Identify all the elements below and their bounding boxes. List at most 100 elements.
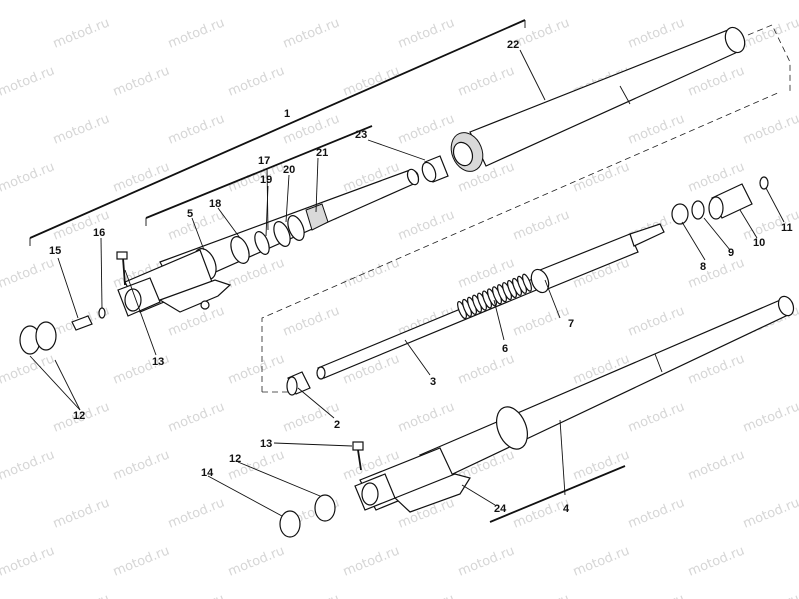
callout-6: 6 (502, 343, 508, 355)
watermark-text: motod.ru (626, 303, 687, 339)
watermark-text: motod.ru (571, 543, 632, 579)
watermark-text: motod.ru (111, 543, 172, 579)
watermark-text: motod.ru (741, 15, 799, 51)
group-line-inner (145, 125, 373, 219)
callout-14: 14 (201, 467, 214, 479)
bushing-23 (421, 155, 449, 183)
group-line-1 (29, 19, 526, 239)
watermark-text: motod.ru (166, 495, 227, 531)
watermark-text: motod.ru (281, 303, 342, 339)
callout-7: 7 (568, 318, 574, 330)
clip-12-lower (314, 494, 336, 522)
watermark-text: motod.ru (0, 447, 57, 483)
cartridge-7 (530, 223, 665, 294)
clip-14 (279, 510, 301, 538)
watermark-text: motod.ru (511, 207, 572, 243)
watermark-text: motod.ru (0, 0, 57, 4)
watermark-text: motod.ru (51, 15, 112, 51)
callout-21: 21 (316, 147, 328, 159)
watermark-text: motod.ru (166, 15, 227, 51)
watermark-text: motod.ru (341, 255, 402, 291)
callout-11: 11 (781, 222, 793, 234)
watermark-text: motod.ru (0, 159, 57, 195)
callout-labels: 1 2 3 4 5 6 7 8 9 10 11 12 12 13 13 14 1… (49, 39, 793, 515)
callout-1: 1 (284, 108, 290, 120)
watermark-text: motod.ru (0, 63, 57, 99)
callout-4: 4 (563, 503, 570, 515)
watermark-text: motod.ru (396, 207, 457, 243)
watermark-text: motod.ru (511, 303, 572, 339)
watermark-text: motod.ru (226, 63, 287, 99)
outer-tube-22 (450, 26, 746, 172)
watermark-text: motod.ru (626, 495, 687, 531)
watermark-text: motod.ru (456, 351, 517, 387)
callout-19: 19 (260, 174, 272, 186)
watermark-text: motod.ru (51, 111, 112, 147)
group-line-4 (489, 465, 626, 523)
watermark-text: motod.ru (571, 159, 632, 195)
watermark-text: motod.ru (571, 447, 632, 483)
watermark-text: motod.ru (396, 591, 457, 599)
watermark-text: motod.ru (226, 351, 287, 387)
watermark-text: motod.ru (111, 447, 172, 483)
slider-upper (117, 249, 232, 317)
watermark-text: motod.ru (456, 63, 517, 99)
watermark-text: motod.ru (511, 591, 572, 599)
watermark-text: motod.ru (166, 207, 227, 243)
callout-23: 23 (355, 129, 367, 141)
watermark-text: motod.ru (686, 447, 747, 483)
guide-dashed-1 (261, 91, 781, 392)
callout-13-upper: 13 (152, 356, 164, 368)
watermark-text: motod.ru (226, 0, 287, 4)
watermark-text: motod.ru (111, 63, 172, 99)
watermark-text: motod.ru (0, 351, 57, 387)
bolt-13-upper (116, 251, 128, 286)
watermark-text: motod.ru (166, 591, 227, 599)
callout-18: 18 (209, 198, 221, 210)
watermark-text: motod.ru (626, 111, 687, 147)
clip-12-upper (19, 321, 57, 355)
watermark-text: motod.ru (741, 495, 799, 531)
callout-24: 24 (494, 503, 507, 515)
watermark-text: motod.ru (111, 0, 172, 4)
watermark-text: motod.ru (281, 591, 342, 599)
watermark-text: motod.ru (341, 0, 402, 4)
callout-8: 8 (700, 261, 706, 273)
watermark-text: motod.ru (626, 399, 687, 435)
watermark-text: motod.ru (571, 0, 632, 4)
callout-5: 5 (187, 208, 193, 220)
bolt-13-lower (352, 441, 364, 471)
watermark-text: motod.ru (111, 159, 172, 195)
callout-2: 2 (334, 419, 340, 431)
watermark-text: motod.ru (166, 399, 227, 435)
watermark-text: motod.ru (281, 399, 342, 435)
ring-8 (671, 203, 689, 225)
callout-20: 20 (283, 164, 295, 176)
spring-9 (691, 200, 705, 220)
callout-12-upper: 12 (73, 410, 85, 422)
spring-6 (457, 273, 532, 320)
watermark-text: motod.ru (0, 543, 57, 579)
watermark-text: motod.ru (456, 0, 517, 4)
callout-3: 3 (430, 376, 436, 388)
cap-10 (708, 183, 753, 220)
guide-dashed-3 (747, 24, 791, 92)
watermark-text: motod.ru (511, 15, 572, 51)
watermark-text: motod.ru (281, 15, 342, 51)
inner-tube-upper (159, 168, 420, 291)
watermark-text: motod.ru (626, 591, 687, 599)
callout-15: 15 (49, 245, 61, 257)
watermark-text: motod.ru (686, 0, 747, 4)
watermark-text: motod.ru (626, 15, 687, 51)
washer-16 (98, 307, 106, 319)
watermark-text: motod.ru (686, 543, 747, 579)
clip-11 (759, 176, 769, 190)
bushing-2 (286, 371, 311, 396)
watermark-text: motod.ru (226, 543, 287, 579)
watermark-text: motod.ru (396, 15, 457, 51)
callout-17: 17 (258, 155, 270, 167)
leader-lines (29, 49, 785, 517)
watermark-text: motod.ru (51, 591, 112, 599)
